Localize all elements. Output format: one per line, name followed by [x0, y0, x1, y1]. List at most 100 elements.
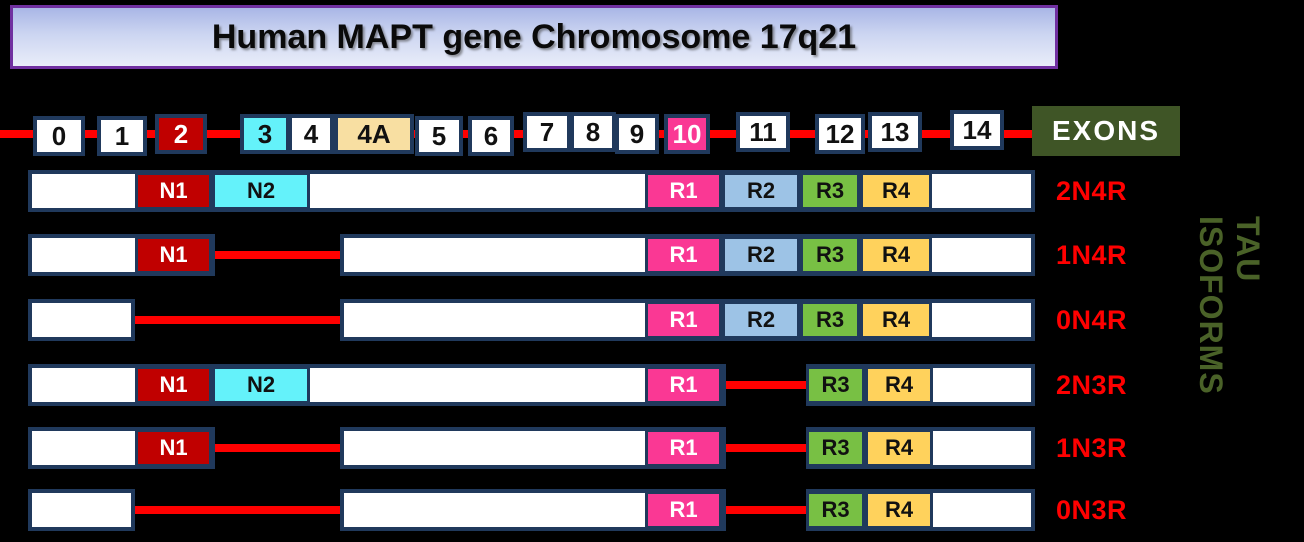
- segment-label: R1: [669, 242, 698, 267]
- segment-label: R4: [884, 497, 914, 522]
- segment-label: N1: [159, 178, 188, 203]
- exon-box-5: 5: [415, 116, 463, 156]
- segment-R1: R1: [645, 301, 722, 339]
- isoform-label-2N3R: 2N3R: [1056, 370, 1128, 400]
- segment-label: R4: [881, 307, 911, 332]
- segment-label: R3: [821, 497, 850, 522]
- segment-label: R4: [884, 372, 914, 397]
- segment-N2: N2: [212, 366, 310, 404]
- exon-box-13: 13: [868, 112, 922, 152]
- exon-box-10: 10: [664, 114, 710, 154]
- exon-label: 12: [825, 118, 855, 149]
- segment-R1: R1: [645, 172, 722, 210]
- tau-isoforms-axis-label: TAU ISOFORMS: [1193, 216, 1266, 395]
- exon-label: 11: [749, 116, 777, 147]
- isoform-bar-0N3R: R1: [340, 489, 726, 531]
- segment-R4: R4: [865, 366, 933, 404]
- intron-connector-line: [726, 381, 806, 389]
- segment-R4: R4: [865, 491, 933, 529]
- exon-label: 14: [962, 114, 992, 145]
- segment-R1: R1: [645, 236, 722, 274]
- segment-label: R1: [669, 307, 698, 332]
- segment-label: R3: [821, 372, 850, 397]
- segment-label: R2: [746, 242, 776, 267]
- exon-box-9: 9: [615, 114, 659, 154]
- exon-box-4: 4: [288, 114, 334, 154]
- isoform-bar-1N4R: N1: [28, 234, 215, 276]
- segment-R3: R3: [800, 172, 860, 210]
- exon-box-3: 3: [240, 114, 290, 154]
- intron-connector-line: [135, 506, 340, 514]
- isoform-bar-1N4R: R1 R2 R3 R4: [340, 234, 1035, 276]
- exon-label: 9: [629, 118, 645, 149]
- intron-connector-line: [726, 506, 806, 514]
- segment-R4: R4: [860, 172, 932, 210]
- page-title: Human MAPT gene Chromosome 17q21: [211, 17, 857, 56]
- segment-label: N1: [159, 372, 188, 397]
- exon-box-11: 11: [736, 112, 790, 152]
- isoform-label-2N4R: 2N4R: [1056, 176, 1128, 206]
- exon-label: 5: [431, 120, 447, 151]
- segment-N1: N1: [135, 236, 212, 274]
- segment-N1: N1: [135, 172, 212, 210]
- title-banner: Human MAPT gene Chromosome 17q21: [10, 5, 1058, 69]
- segment-label: N1: [159, 435, 188, 460]
- intron-connector-line: [726, 444, 806, 452]
- segment-label: R1: [669, 497, 698, 522]
- isoform-bar-2N3R: N1 N2 R1: [28, 364, 726, 406]
- segment-N2: N2: [212, 172, 310, 210]
- isoform-bar-2N3R: R3 R4: [806, 364, 1035, 406]
- gene-backbone-line: [0, 130, 1035, 138]
- segment-label: N1: [159, 242, 188, 267]
- isoform-bar-2N4R: N1 N2 R1 R2 R3 R4: [28, 170, 1035, 212]
- segment-label: R4: [881, 242, 911, 267]
- isoform-bar-0N4R: [28, 299, 135, 341]
- segment-R2: R2: [722, 172, 800, 210]
- segment-label: R1: [669, 435, 698, 460]
- segment-R1: R1: [645, 491, 722, 529]
- segment-R3: R3: [800, 301, 860, 339]
- segment-R3: R3: [800, 236, 860, 274]
- isoform-bar-1N3R: R1: [340, 427, 726, 469]
- segment-N1: N1: [135, 429, 212, 467]
- isoform-bar-1N3R: R3 R4: [806, 427, 1035, 469]
- exon-label: 7: [539, 116, 555, 147]
- segment-label: R3: [815, 242, 845, 267]
- isoform-bar-0N3R: R3 R4: [806, 489, 1035, 531]
- isoform-label-1N4R: 1N4R: [1056, 240, 1128, 270]
- segment-N1: N1: [135, 366, 212, 404]
- isoform-bar-0N3R: [28, 489, 135, 531]
- exon-label: 4: [303, 118, 319, 149]
- exon-box-6: 6: [468, 116, 514, 156]
- segment-label: R4: [884, 435, 914, 460]
- exon-label: 8: [585, 116, 601, 147]
- segment-label: R2: [746, 178, 776, 203]
- segment-label: R1: [669, 178, 698, 203]
- exon-box-7: 7: [523, 112, 571, 152]
- isoform-label-1N3R: 1N3R: [1056, 433, 1128, 463]
- segment-label: N2: [246, 372, 276, 397]
- isoform-label-0N4R: 0N4R: [1056, 305, 1128, 335]
- intron-connector-line: [215, 444, 340, 452]
- segment-R2: R2: [722, 236, 800, 274]
- segment-R1: R1: [645, 429, 722, 467]
- exon-label: 6: [483, 120, 499, 151]
- segment-R4: R4: [865, 429, 933, 467]
- segment-label: R3: [815, 178, 845, 203]
- segment-R4: R4: [860, 301, 932, 339]
- exon-label: 0: [51, 120, 67, 151]
- exons-header-box: EXONS: [1032, 106, 1180, 156]
- segment-R2: R2: [722, 301, 800, 339]
- exon-box-2: 2: [155, 114, 207, 154]
- segment-label: R1: [669, 372, 698, 397]
- segment-label: N2: [246, 178, 276, 203]
- segment-R4: R4: [860, 236, 932, 274]
- exon-label: 10: [672, 118, 702, 149]
- isoform-label-0N3R: 0N3R: [1056, 495, 1128, 525]
- segment-label: R3: [821, 435, 850, 460]
- segment-R3: R3: [806, 366, 865, 404]
- isoform-bar-1N3R: N1: [28, 427, 215, 469]
- exon-box-14: 14: [950, 110, 1004, 150]
- segment-label: R2: [746, 307, 776, 332]
